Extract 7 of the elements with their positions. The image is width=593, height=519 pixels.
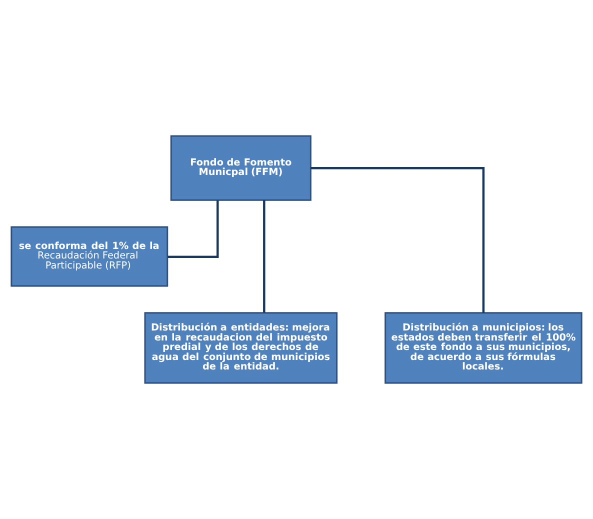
node-box: Fondo de Fomento Municpal (FFM) [170, 135, 312, 201]
connector [263, 200, 266, 313]
node-box: Distribución a entidades: mejora en la recaudacion del impuesto predial y de los derechos de agua del conjunto de municipios de la entidad. [144, 312, 338, 384]
connector [310, 166, 485, 313]
node-box: se conforma del 1% de la Recaudación Federal Participable (RFP) [10, 226, 168, 287]
node-box: Distribución a municipios: los estados deben transferir el 100% de este fondo a sus municipios, de acuerdo a sus fórmulas locales. [384, 312, 582, 384]
connector [168, 200, 219, 258]
